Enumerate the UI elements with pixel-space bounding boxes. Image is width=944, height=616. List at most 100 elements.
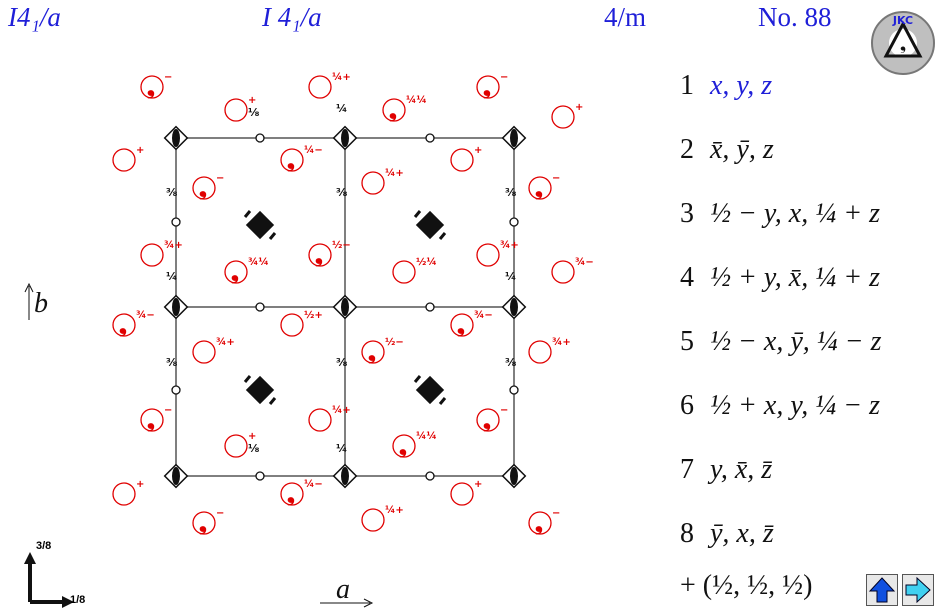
comma-icon: ❟	[535, 176, 543, 200]
comma-icon: ❟	[315, 243, 323, 267]
comma-icon: ❟	[199, 176, 207, 200]
general-position-circle	[192, 511, 216, 535]
screw-axis-icon	[415, 210, 445, 240]
general-position-circle	[192, 176, 216, 200]
height-mark: −	[500, 72, 508, 83]
height-mark: ¾¼	[248, 256, 269, 268]
general-position-circle	[551, 105, 575, 129]
height-mark: ⅜	[336, 356, 347, 369]
jkc-logo: ❟ JKC	[871, 11, 935, 75]
height-mark: ¼¼	[416, 430, 437, 442]
general-position-circle	[140, 408, 164, 432]
comma-icon: ❟	[199, 511, 207, 535]
height-mark: ¾−	[575, 257, 594, 268]
height-mark: ¼	[336, 102, 347, 115]
inversion-centre-icon	[425, 302, 435, 312]
comma-icon: ❟	[287, 148, 295, 172]
general-position-circle	[450, 313, 474, 337]
twofold-axis-icon	[172, 467, 180, 485]
height-mark: ¼−	[304, 144, 323, 156]
general-position-circle	[551, 260, 575, 284]
height-mark: −	[164, 405, 172, 416]
comma-icon: ❟	[147, 75, 155, 99]
general-position-circle	[192, 340, 216, 364]
screw-axis-icon	[245, 210, 275, 240]
inversion-centre-icon	[171, 217, 181, 227]
general-position-circle	[528, 176, 552, 200]
comma-icon: ❟	[368, 340, 376, 364]
comma-icon: ❟	[483, 408, 491, 432]
up-arrow-icon	[868, 577, 896, 603]
general-position-circle	[382, 98, 406, 122]
right-arrow-button[interactable]	[902, 574, 934, 606]
height-mark: ¼+	[332, 404, 351, 416]
comma-icon: ❟	[535, 511, 543, 535]
height-mark: ½−	[332, 240, 351, 251]
height-mark: −	[216, 508, 224, 519]
screw-axis-icon	[245, 375, 275, 405]
height-mark: ¼−	[304, 478, 323, 490]
height-mark: +	[248, 431, 256, 442]
general-position-circle	[476, 243, 500, 267]
height-mark: +	[136, 479, 144, 490]
space-group-number: No. 88	[758, 2, 832, 32]
general-position-circle	[280, 482, 304, 506]
inversion-centre-icon	[171, 385, 181, 395]
a-axis-arrow	[320, 598, 374, 608]
general-position-circle	[224, 260, 248, 284]
height-mark: +	[136, 145, 144, 156]
inversion-centre-icon	[255, 302, 265, 312]
comma-icon: ❟	[231, 260, 239, 284]
general-position-circle	[224, 434, 248, 458]
height-mark: −	[552, 508, 560, 519]
general-position-circle	[112, 482, 136, 506]
general-position-circle	[392, 260, 416, 284]
general-position-circle	[528, 511, 552, 535]
height-mark: ¼	[505, 270, 516, 283]
twofold-axis-icon	[510, 298, 518, 316]
up-arrow-button[interactable]	[866, 574, 898, 606]
comma-icon: ❟	[147, 408, 155, 432]
general-position-circle	[361, 171, 385, 195]
general-position-circle	[112, 148, 136, 172]
right-arrow-icon	[905, 576, 931, 604]
height-mark: ¼+	[385, 504, 404, 516]
height-mark: +	[474, 479, 482, 490]
height-mark: ¼¼	[406, 94, 427, 106]
general-position-circle	[392, 434, 416, 458]
height-mark: ½¼	[416, 256, 437, 268]
point-group: 4/m	[604, 2, 647, 32]
twofold-axis-icon	[510, 129, 518, 147]
inversion-centre-icon	[509, 385, 519, 395]
general-position-circle	[140, 75, 164, 99]
height-mark: +	[248, 95, 256, 106]
twofold-axis-icon	[172, 298, 180, 316]
height-mark: ½+	[304, 310, 323, 321]
comma-icon: ❟	[483, 75, 491, 99]
height-mark: ¼+	[385, 167, 404, 179]
height-mark: ¾−	[136, 310, 155, 321]
height-mark: ¼+	[332, 71, 351, 83]
comma-icon: ❟	[399, 434, 407, 458]
inversion-centre-icon	[255, 471, 265, 481]
height-mark: ⅛	[248, 442, 259, 455]
general-position-circle	[450, 148, 474, 172]
height-mark: ¼	[166, 270, 177, 283]
general-position-circle	[280, 148, 304, 172]
corner-height-vertical: 3/8	[36, 540, 52, 552]
height-mark: −	[164, 72, 172, 83]
height-mark: ¾−	[474, 310, 493, 321]
twofold-axis-icon	[341, 129, 349, 147]
height-mark: ¼	[336, 442, 347, 455]
height-mark: ⅜	[166, 186, 177, 199]
general-position-circle	[476, 408, 500, 432]
inversion-centre-icon	[255, 133, 265, 143]
height-mark: ¾+	[216, 337, 235, 348]
comma-icon: ❟	[457, 313, 465, 337]
short-symbol: I4₁/a	[8, 2, 61, 32]
height-axes-icon	[24, 552, 74, 608]
general-position-circle	[140, 243, 164, 267]
